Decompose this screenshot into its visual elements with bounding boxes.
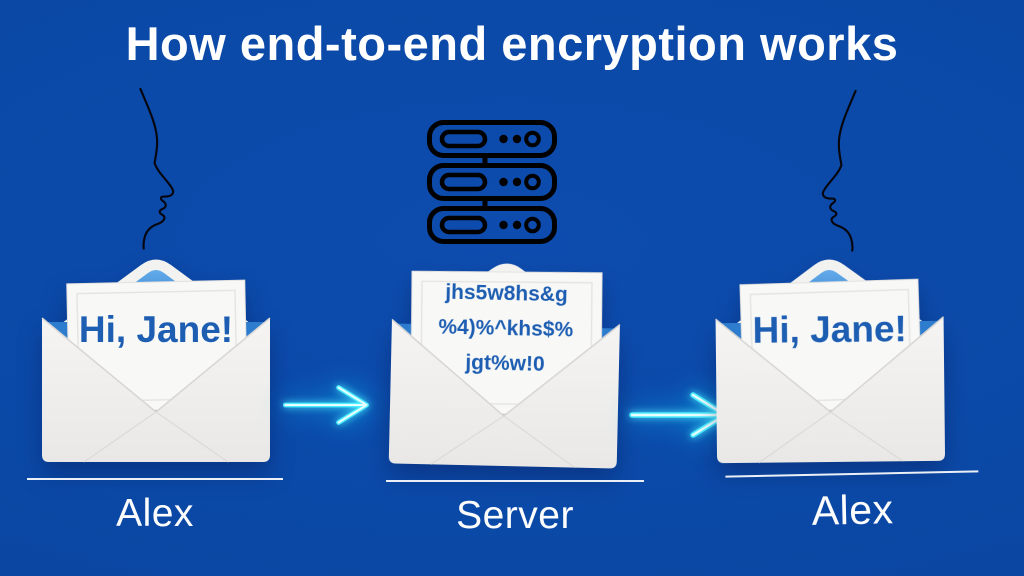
person-name: Server [456, 494, 574, 537]
label-divider [386, 480, 644, 482]
face-profile-icon [821, 89, 857, 252]
person-name: Alex [116, 492, 194, 535]
label-server: Server [386, 480, 644, 538]
envelope-server: jhs5w8hs&g %4)%^khs$% jgt%w!0 [383, 253, 628, 473]
envelope-graphic [715, 259, 945, 464]
server-icon [427, 120, 557, 244]
envelope-sender: Hi, Jane! [36, 252, 276, 467]
arrow-right-icon [282, 385, 369, 425]
page-title: How end-to-end encryption works [125, 17, 899, 70]
label-recipient: Alex [725, 470, 979, 536]
cipher-line: jgt%w!0 [465, 351, 545, 376]
envelope-recipient: Hi, Jane! [709, 251, 951, 469]
label-divider [27, 478, 283, 480]
cipher-line: jhs5w8hs&g [445, 280, 569, 307]
message-ciphertext: jhs5w8hs&g %4)%^khs$% jgt%w!0 [385, 273, 627, 383]
message-plaintext: Hi, Jane! [752, 308, 908, 351]
person-name: Alex [811, 486, 894, 534]
message-plaintext: Hi, Jane! [78, 309, 234, 350]
cipher-line: %4)%^khs$% [438, 315, 574, 342]
envelope-graphic [388, 263, 621, 469]
label-divider [725, 470, 979, 478]
envelope-graphic [41, 259, 271, 463]
face-profile-icon [139, 87, 175, 250]
label-sender: Alex [27, 478, 283, 536]
